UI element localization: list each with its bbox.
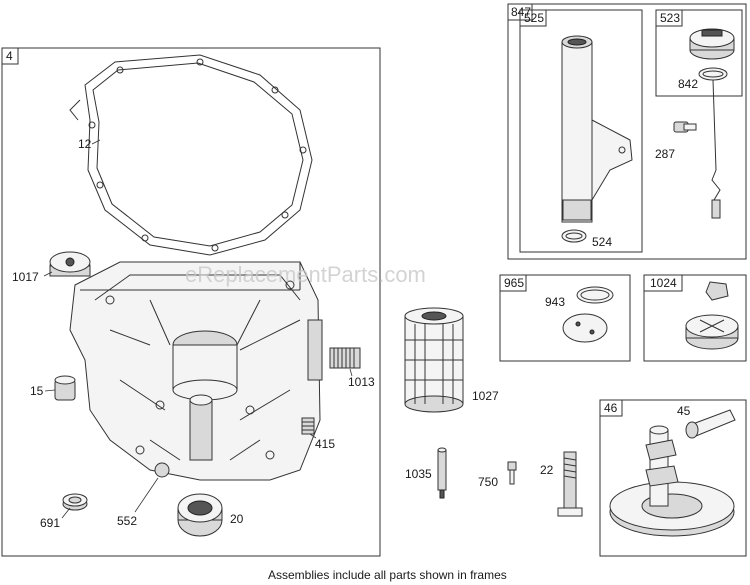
filter-screen-part[interactable] (329, 347, 361, 369)
dipstick-blade-part[interactable] (711, 79, 721, 219)
dipstick-tube-frame[interactable]: 525 524 (519, 9, 643, 253)
pin-part[interactable] (437, 447, 447, 499)
drain-plug-label: 1017 (12, 270, 39, 284)
seal-691-part[interactable] (62, 493, 88, 511)
crankcase-assembly-frame[interactable]: 4 12 1017 (1, 47, 381, 557)
footer-note: Assemblies include all parts shown in fr… (268, 568, 507, 582)
frame-label-847: 847 (511, 5, 531, 19)
frame-label-525: 525 (524, 11, 544, 25)
breather-label: 415 (315, 437, 335, 451)
plug-15-part[interactable] (54, 375, 76, 401)
frame-label-1024: 1024 (650, 276, 677, 290)
filter-screen-label: 1013 (348, 375, 375, 389)
oil-cap-assembly-frame[interactable]: 1024 (643, 274, 747, 362)
cover-assembly-frame[interactable]: 965 943 (499, 274, 631, 362)
oring-524-part[interactable] (561, 229, 587, 243)
dipstick-cap-frame[interactable]: 523 842 (655, 9, 743, 97)
cover-plate-part[interactable] (562, 313, 608, 343)
oil-filter-part[interactable] (404, 307, 464, 413)
bolt-22-part[interactable] (557, 451, 583, 517)
screw-750-part[interactable] (507, 461, 517, 485)
crankcase-body-part[interactable] (69, 261, 323, 481)
oring-842-part[interactable] (698, 67, 728, 81)
plug-552-label: 552 (117, 514, 137, 528)
screw-287-part[interactable] (673, 121, 697, 133)
plug-15-label: 15 (30, 384, 44, 398)
camshaft-assembly-frame[interactable]: 46 45 (599, 399, 747, 557)
dipstick-cap-part[interactable] (689, 28, 735, 60)
oil-cap-part[interactable] (685, 281, 739, 350)
gasket-label: 12 (78, 137, 92, 151)
oil-filter-label: 1027 (472, 389, 499, 403)
pin-label: 1035 (405, 467, 432, 481)
seal-691-label: 691 (40, 516, 60, 530)
screw-750-label: 750 (478, 475, 498, 489)
breather-part[interactable] (301, 417, 315, 435)
frame-label-523: 523 (660, 11, 680, 25)
frame-label-965: 965 (504, 276, 524, 290)
frame-label-46: 46 (604, 401, 618, 415)
drain-plug-part[interactable] (49, 251, 91, 277)
gasket-part[interactable] (69, 54, 313, 256)
oring-943-label: 943 (545, 295, 565, 309)
plug-552-part[interactable] (154, 462, 170, 478)
oil-seal-label: 20 (230, 512, 244, 526)
lifter-label: 45 (677, 404, 691, 418)
lifter-part[interactable] (685, 409, 736, 439)
dipstick-tube-part[interactable] (561, 35, 633, 223)
dipstick-assembly-frame[interactable]: 847 525 524 523 (507, 3, 747, 260)
bolt-22-label: 22 (540, 463, 554, 477)
watermark-text: eReplacementParts.com (185, 262, 426, 287)
camshaft-part[interactable] (609, 425, 735, 537)
screw-287-label: 287 (655, 147, 675, 161)
oring-943-part[interactable] (576, 286, 614, 304)
oring-842-label: 842 (678, 77, 698, 91)
oil-seal-part[interactable] (177, 493, 223, 537)
oring-524-label: 524 (592, 235, 612, 249)
frame-label-4: 4 (6, 49, 13, 63)
